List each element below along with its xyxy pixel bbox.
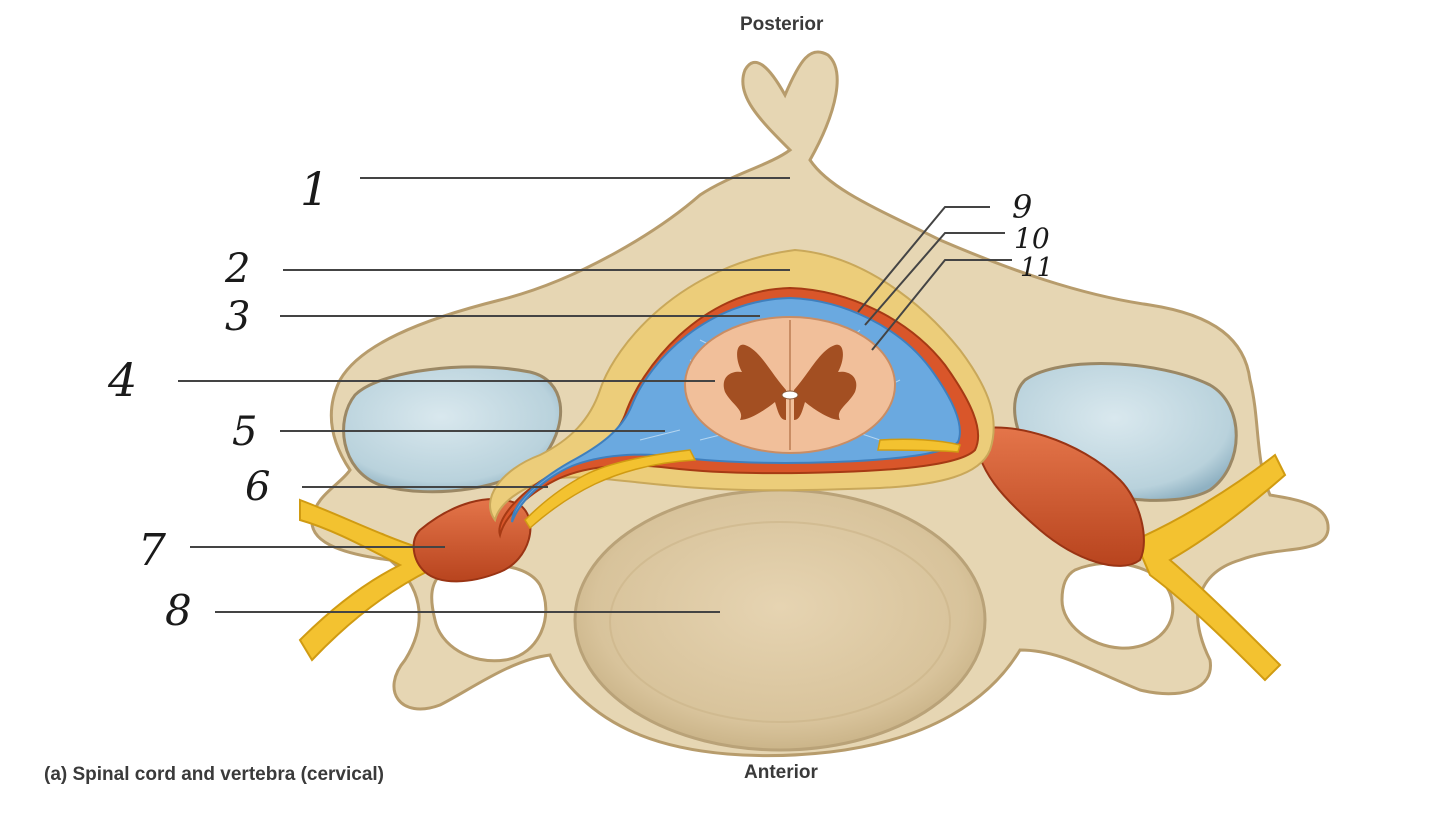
label-number: 6: [245, 464, 270, 510]
label-number: 4: [107, 353, 137, 407]
nerve-root-right: [877, 438, 961, 453]
nerve-root-left: [524, 449, 697, 530]
label-number: 10: [1014, 222, 1050, 255]
spinal-nerve-right: [1133, 453, 1287, 682]
label-number: 7: [138, 525, 166, 576]
leader-line-9: [857, 206, 990, 313]
leader-line-11: [871, 259, 1012, 351]
leader-lines: [178, 177, 1012, 613]
label-number: 8: [165, 586, 192, 635]
dorsal-root-ganglion-right: [973, 426, 1145, 567]
label-number: 11: [1020, 253, 1053, 283]
orientation-posterior: Posterior: [740, 14, 824, 35]
dorsal-root-ganglion-left: [412, 498, 532, 583]
gray-matter: [723, 344, 857, 420]
leader-line-10: [864, 232, 1005, 326]
foramen-lower-right: [1060, 561, 1175, 650]
label-numbers: 1 2 3 4 5 6 7 8 9 10 11: [107, 162, 1053, 635]
label-number: 2: [224, 246, 250, 292]
label-number: 1: [300, 162, 329, 216]
spinal-nerve-left: [298, 498, 432, 662]
vertebral-body: [573, 488, 987, 752]
central-canal: [781, 390, 799, 400]
label-number: 9: [1012, 188, 1032, 226]
orientation-anterior: Anterior: [744, 762, 818, 783]
label-number: 3: [225, 294, 250, 340]
figure-caption: (a) Spinal cord and vertebra (cervical): [44, 764, 385, 785]
label-number: 5: [232, 409, 257, 455]
